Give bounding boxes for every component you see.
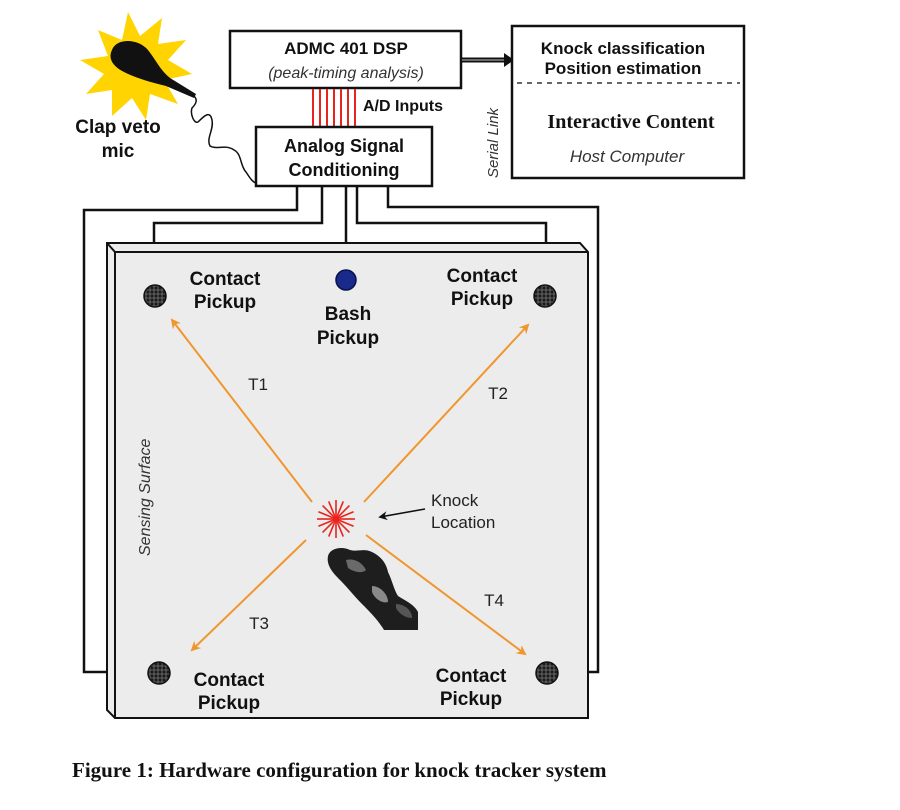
label-t3: T3 bbox=[249, 614, 269, 633]
label-t1: T1 bbox=[248, 375, 268, 394]
dsp-title: ADMC 401 DSP bbox=[284, 39, 408, 58]
knock-burst-ray bbox=[327, 522, 336, 537]
knock-location-pointer bbox=[378, 508, 426, 521]
knock-label-1: Knock bbox=[431, 491, 479, 510]
arrow-t2 bbox=[363, 323, 530, 503]
label-t4: T4 bbox=[484, 591, 504, 610]
clap-veto-mic: Clap veto mic bbox=[75, 12, 259, 185]
contact-pickup-top-left bbox=[143, 284, 167, 308]
contact-pickup-bottom-right bbox=[535, 661, 559, 685]
knock-burst-ray bbox=[336, 522, 345, 537]
pickup-label-tl-1: Contact bbox=[190, 269, 261, 290]
pickup-label-bl-1: Contact bbox=[194, 670, 265, 691]
pickup-label-bl-2: Pickup bbox=[198, 693, 260, 714]
microphone-icon bbox=[110, 41, 196, 98]
conditioning-box: Analog Signal Conditioning bbox=[254, 125, 434, 188]
bash-label-1: Bash bbox=[325, 304, 371, 325]
contact-pickup-bottom-left bbox=[147, 661, 171, 685]
arrow-t4 bbox=[365, 534, 527, 656]
bash-pickup bbox=[335, 269, 357, 291]
bash-label-2: Pickup bbox=[317, 328, 379, 349]
host-computer-label: Host Computer bbox=[570, 147, 686, 166]
label-t2: T2 bbox=[488, 384, 508, 403]
pickup-label-br-2: Pickup bbox=[440, 689, 502, 710]
contact-pickup-top-right bbox=[533, 284, 557, 308]
knock-burst-ray bbox=[339, 510, 354, 519]
ad-inputs-label: A/D Inputs bbox=[363, 98, 443, 115]
figure-caption: Figure 1: Hardware configuration for kno… bbox=[72, 758, 607, 782]
host-interactive-content: Interactive Content bbox=[547, 111, 715, 133]
clap-mic-label-1: Clap veto bbox=[75, 117, 161, 138]
serial-link-arrow bbox=[462, 53, 514, 67]
arrow-t3 bbox=[190, 539, 307, 652]
host-knock-classification: Knock classification bbox=[541, 39, 705, 58]
pickup-label-tr-1: Contact bbox=[447, 266, 518, 287]
knock-burst-ray bbox=[327, 501, 336, 516]
host-position-estimation: Position estimation bbox=[545, 59, 702, 78]
knock-burst-ray bbox=[321, 504, 334, 517]
knock-center bbox=[332, 515, 340, 523]
conditioning-label-2: Conditioning bbox=[289, 160, 400, 180]
knock-burst-ray bbox=[338, 521, 351, 534]
pickup-label-br-1: Contact bbox=[436, 666, 507, 687]
pickup-label-tr-2: Pickup bbox=[451, 289, 513, 310]
sensing-surface-label: Sensing Surface bbox=[137, 438, 154, 556]
knock-burst-ray bbox=[339, 519, 354, 528]
knock-burst-ray bbox=[336, 501, 345, 516]
sensing-surface: Sensing Surface bbox=[106, 242, 589, 719]
dsp-box: ADMC 401 DSP (peak-timing analysis) bbox=[228, 29, 463, 90]
timing-arrows bbox=[170, 318, 530, 656]
conditioning-label-1: Analog Signal bbox=[284, 136, 404, 156]
ad-input-lines bbox=[312, 89, 356, 126]
arrow-t1 bbox=[170, 318, 313, 503]
knock-burst-ray bbox=[318, 519, 333, 528]
knock-burst-ray bbox=[318, 510, 333, 519]
knock-burst-ray bbox=[338, 504, 351, 517]
knocking-hand-icon bbox=[327, 548, 418, 630]
serial-link-label: Serial Link bbox=[485, 106, 502, 178]
knock-label-2: Location bbox=[431, 513, 495, 532]
dsp-subtitle: (peak-timing analysis) bbox=[268, 65, 424, 82]
mic-cable bbox=[190, 95, 259, 185]
host-computer-box: Knock classification Position estimation… bbox=[510, 24, 746, 180]
knock-burst-ray bbox=[321, 521, 334, 534]
pickup-label-tl-2: Pickup bbox=[194, 292, 256, 313]
clap-mic-label-2: mic bbox=[102, 141, 135, 162]
knock-burst-icon bbox=[317, 500, 355, 538]
